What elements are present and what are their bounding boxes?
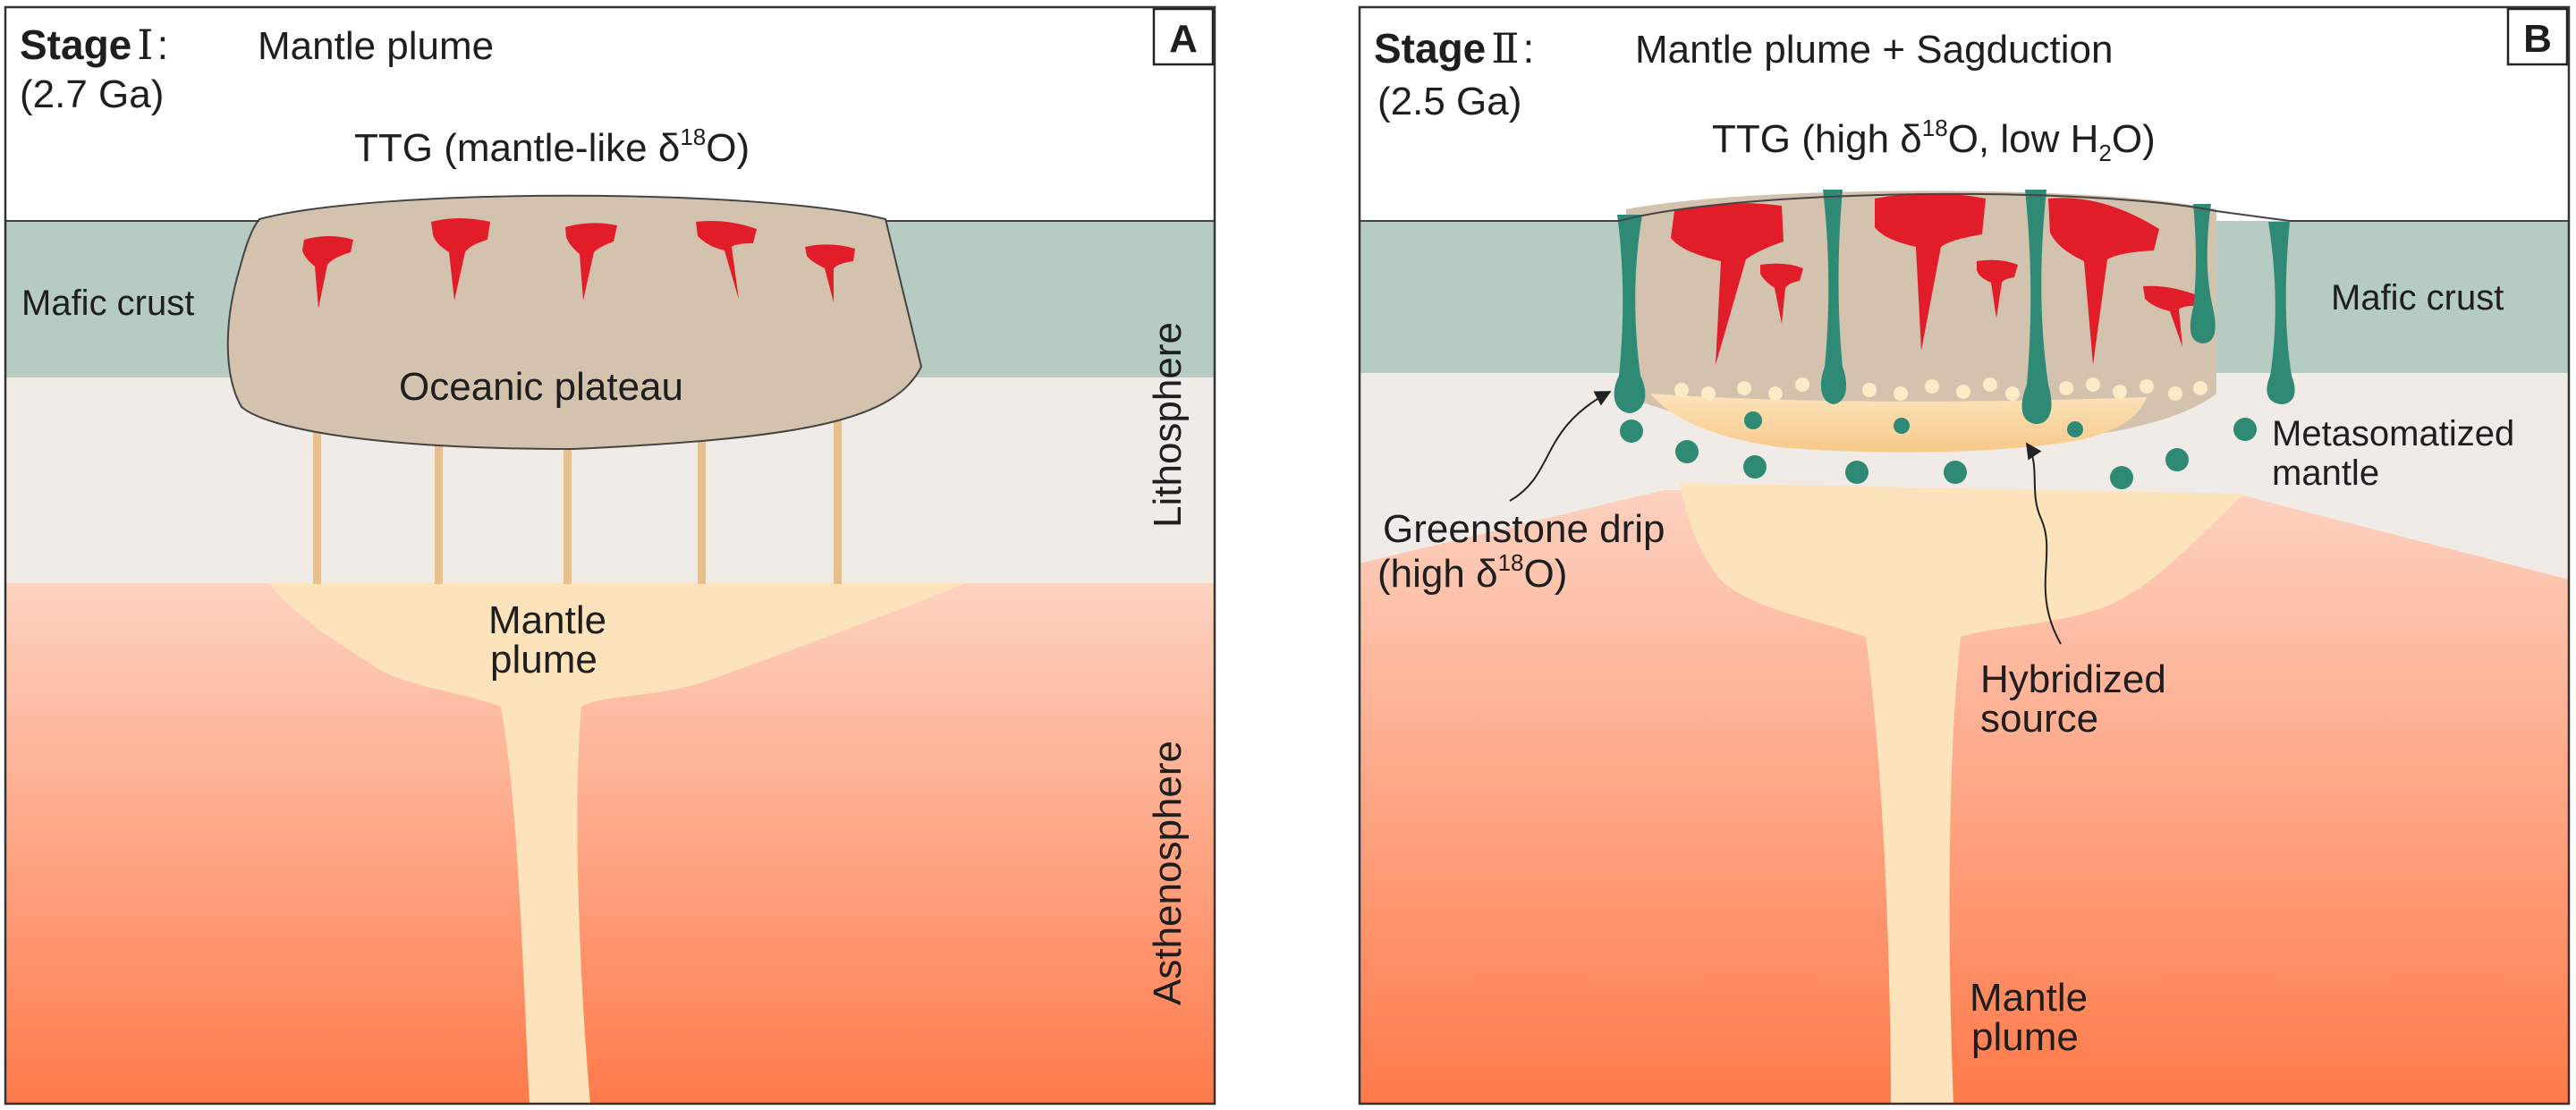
- panel-a-lithosphere-label: Lithosphere: [1146, 322, 1190, 528]
- panel-a-plume-conduits: [313, 413, 842, 584]
- panel-b-hybridized-label-1: Hybridized: [1980, 657, 2166, 701]
- panel-a-plume-label-2: plume: [490, 638, 597, 682]
- panel-b-surface-line: [1360, 192, 2569, 222]
- panel-a-oceanic-plateau: [226, 194, 923, 451]
- panel-b-greenstone-blobs: [1620, 411, 2257, 489]
- panel-b-hybridized-arrow: [2026, 442, 2062, 645]
- panel-b-melt-dots: [1674, 377, 2207, 401]
- panel-b-greenstone-label-1: Greenstone drip: [1383, 507, 1665, 551]
- panel-b-plume-label-2: plume: [1971, 1015, 2079, 1059]
- panel-a-plume-label-1: Mantle: [488, 598, 606, 642]
- panel-a-asthenosphere-label: Asthenosphere: [1146, 741, 1190, 1005]
- panel-a-age: (2.7 Ga): [20, 72, 164, 116]
- panel-b-title: Mantle plume + Sagduction: [1635, 28, 2113, 72]
- panel-b-ttg-label: TTG (high δ18O, low H2O): [1712, 114, 2156, 166]
- panel-a-letter: A: [1169, 17, 1198, 61]
- panel-b-greenstone-arrow: [1509, 391, 1612, 502]
- panel-b-mantle-plume: [1680, 483, 2243, 1104]
- panel-b-greenstone-label-2: (high δ18O): [1377, 549, 1567, 596]
- panel-b-frame: [1358, 5, 2571, 1106]
- panel-b-age: (2.5 Ga): [1377, 80, 1521, 123]
- panel-b-plume-label-1: Mantle: [1970, 976, 2088, 1020]
- panel-a-title: Mantle plume: [258, 24, 494, 68]
- panel-a-mafic-crust-label: Mafic crust: [21, 284, 194, 323]
- panel-a-ttg-label: TTG (mantle-like δ18O): [354, 123, 750, 170]
- panel-b-letter-box: [2506, 7, 2569, 66]
- panel-b-mafic-crust-label: Mafic crust: [2331, 278, 2504, 318]
- panel-b-greenstone-drips: [1614, 190, 2295, 424]
- panel-b-metasomatized-label-2: mantle: [2272, 453, 2379, 493]
- panel-b-metasomatized-label-1: Metasomatized: [2272, 414, 2514, 453]
- panel-b-hybridized-label-2: source: [1980, 697, 2098, 741]
- panel-a-letter-box: [1152, 7, 1215, 66]
- panel-a-oceanic-plateau-label: Oceanic plateau: [399, 365, 683, 409]
- panel-a-ttg-intrusions: [302, 218, 855, 309]
- panel-a-frame: [4, 5, 1216, 1106]
- panel-a-mantle-plume: [268, 583, 966, 1104]
- panel-b-letter: B: [2523, 17, 2552, 61]
- panel-b-ttg-intrusions: [1671, 193, 2197, 365]
